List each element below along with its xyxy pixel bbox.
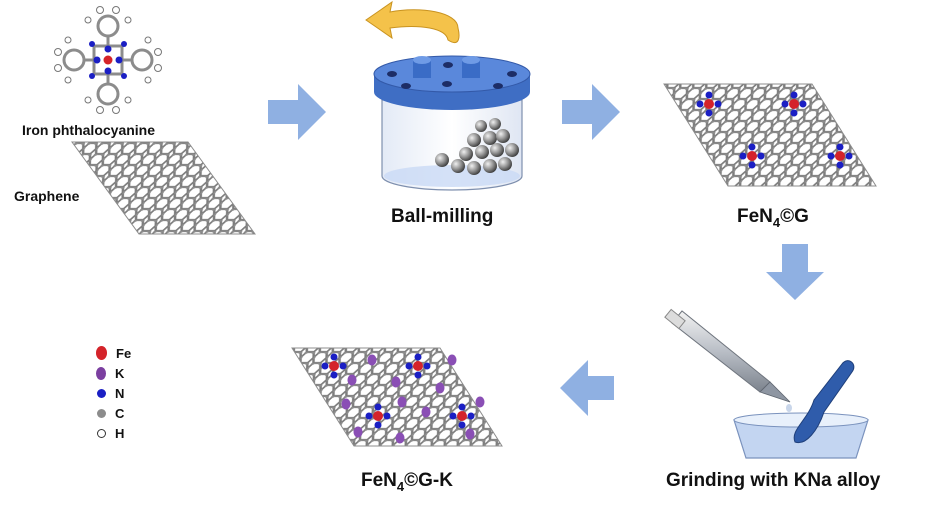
label-fen4-g-main: FeN: [737, 206, 773, 227]
label-graphene: Graphene: [14, 188, 80, 204]
label-fen4-g-tail: ©G: [780, 206, 809, 227]
label-fen4-g: FeN4©G: [737, 206, 809, 230]
pipette-icon: [664, 308, 792, 412]
arrow-right-2: [562, 84, 620, 140]
k-atom-icon: [96, 366, 106, 380]
label-grinding-kna: Grinding with KNa alloy: [666, 470, 881, 491]
legend-row-k: K: [96, 363, 131, 383]
arrow-left: [560, 360, 614, 416]
iron-phthalocyanine-molecule: [54, 6, 162, 114]
rotation-arrow-icon: [365, 0, 460, 44]
legend-row-c: C: [96, 403, 131, 423]
legend-label-h: H: [115, 425, 125, 441]
label-ball-milling: Ball-milling: [391, 206, 494, 227]
fen4-graphene-k-sheet: [291, 347, 503, 447]
graphene-sheet: [71, 141, 256, 235]
label-fen4-g-k-tail: ©G-K: [404, 470, 453, 491]
grinding-mortar: [733, 360, 869, 459]
label-fen4-g-k-sub: 4: [396, 478, 405, 494]
legend-row-fe: Fe: [96, 343, 131, 363]
milling-balls: [435, 118, 519, 175]
arrow-down: [766, 244, 824, 300]
label-fen4-g-sub: 4: [772, 214, 781, 230]
fen4-sites: [696, 91, 853, 169]
legend-label-c: C: [115, 405, 125, 421]
fe-atom-icon: [96, 346, 107, 360]
legend-label-fe: Fe: [116, 345, 132, 361]
arrow-right-1: [268, 84, 326, 140]
legend-row-n: N: [96, 383, 131, 403]
n-atom-icon: [97, 388, 106, 398]
atom-legend: Fe K N C H: [96, 343, 131, 443]
fen4-sites-k: [321, 353, 475, 429]
label-fen4-g-k-main: FeN: [361, 470, 397, 491]
c-atom-icon: [97, 408, 106, 418]
legend-row-h: H: [96, 423, 131, 443]
fen4-graphene-sheet: [663, 83, 877, 187]
legend-label-k: K: [115, 365, 125, 381]
label-fen4-g-k: FeN4©G-K: [361, 470, 453, 494]
ball-mill-jar: [365, 0, 531, 191]
label-iron-phthalocyanine: Iron phthalocyanine: [22, 122, 156, 138]
h-atom-icon: [97, 428, 106, 438]
legend-label-n: N: [115, 385, 125, 401]
potassium-atoms: [341, 354, 485, 444]
